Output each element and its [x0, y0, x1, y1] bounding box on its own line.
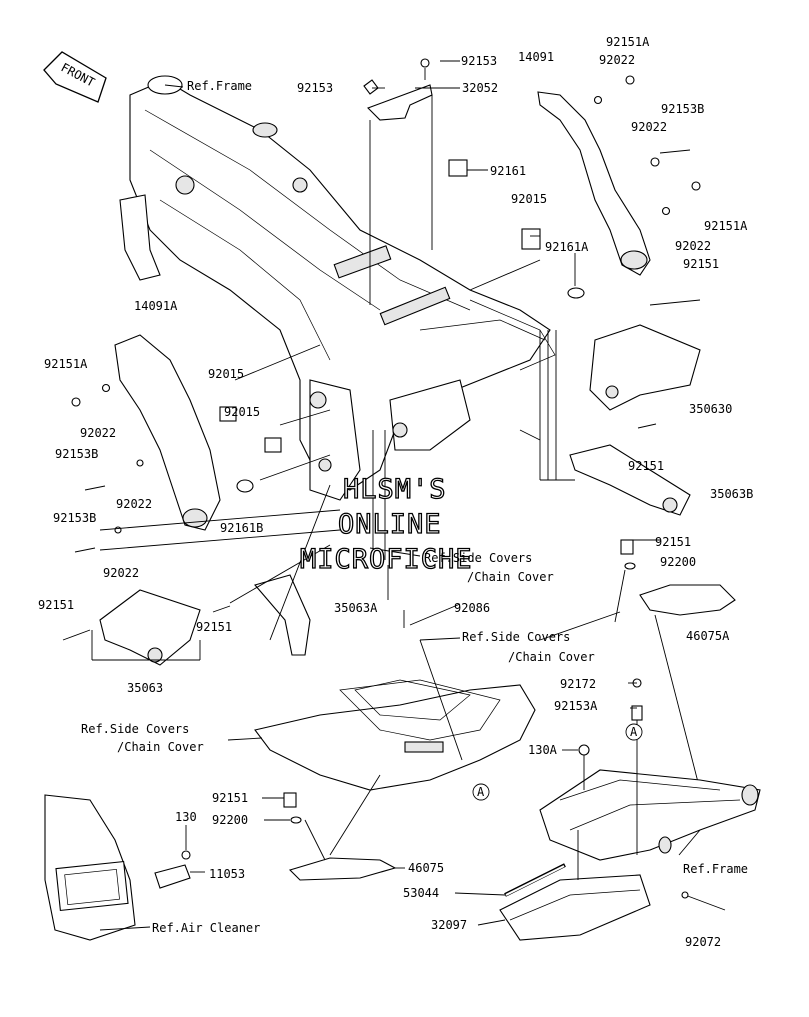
part-92086: 92086	[454, 601, 490, 615]
part-92151-f: 92151	[212, 791, 248, 805]
part-92161: 92161	[490, 164, 526, 178]
part-11053: 11053	[209, 867, 245, 881]
bracket-14091A	[71, 334, 282, 553]
part-92153B-b: 92153B	[55, 447, 98, 461]
part-92151A-a: 92151A	[606, 35, 650, 49]
leader-lines	[91, 60, 701, 931]
part-92172: 92172	[560, 677, 596, 691]
part-35063B: 35063B	[710, 487, 753, 501]
part-92022-f: 92022	[103, 566, 139, 580]
part-92022-d: 92022	[80, 426, 116, 440]
part-130: 130	[175, 810, 197, 824]
part-350630: 350630	[689, 402, 732, 416]
part-92153B-a: 92153B	[661, 102, 704, 116]
watermark-line-2: ONLINE	[338, 509, 442, 540]
part-32052: 32052	[462, 81, 498, 95]
ref-frame-top: Ref.Frame	[187, 79, 252, 93]
ref-frame-bottom: Ref.Frame	[683, 862, 748, 876]
part-92015-c: 92015	[224, 405, 260, 419]
part-92015-a: 92015	[511, 192, 547, 206]
part-92022-c: 92022	[675, 239, 711, 253]
footpeg-35063	[62, 574, 311, 666]
part-14091: 14091	[518, 50, 554, 64]
part-92161A: 92161A	[545, 240, 589, 254]
watermark-line-3: MICROFICHE	[300, 544, 473, 575]
part-32097: 32097	[431, 918, 467, 932]
callout-a-right-text: A	[630, 725, 638, 739]
part-92153-a: 92153	[461, 54, 497, 68]
part-92022-a: 92022	[599, 53, 635, 67]
part-92015-b: 92015	[208, 367, 244, 381]
part-92161B: 92161B	[220, 521, 263, 535]
battery-case-32097	[499, 863, 726, 941]
bracket-32052	[363, 58, 468, 177]
part-14091A: 14091A	[134, 299, 178, 313]
part-92153A: 92153A	[554, 699, 598, 713]
ref-side-covers-2: Ref.Side Covers	[462, 630, 570, 644]
part-53044: 53044	[403, 886, 439, 900]
watermark-line-1: HLSM'S	[343, 474, 447, 505]
part-labels: Ref.Frame 92153 92153 32052 14091 92151A…	[38, 35, 753, 949]
ref-chain-cover-3: /Chain Cover	[117, 740, 204, 754]
part-92151A-b: 92151A	[704, 219, 748, 233]
part-35063: 35063	[127, 681, 163, 695]
part-35063A: 35063A	[334, 601, 378, 615]
seat-hooks	[283, 539, 736, 881]
part-130A: 130A	[528, 743, 558, 757]
ref-chain-cover-1: /Chain Cover	[467, 570, 554, 584]
part-92151-b: 92151	[628, 459, 664, 473]
bracket-14091	[521, 75, 701, 299]
part-92151-e: 92151	[196, 620, 232, 634]
main-frame	[119, 75, 556, 501]
ref-air-cleaner: Ref.Air Cleaner	[152, 921, 260, 935]
part-46075A: 46075A	[686, 629, 730, 643]
part-92153B-c: 92153B	[53, 511, 96, 525]
part-92072: 92072	[685, 935, 721, 949]
part-92153-b: 92153	[297, 81, 333, 95]
part-92200-b: 92200	[212, 813, 248, 827]
part-46075: 46075	[408, 861, 444, 875]
part-92151-c: 92151	[655, 535, 691, 549]
ref-chain-cover-2: /Chain Cover	[508, 650, 595, 664]
callout-a-left: A	[472, 783, 490, 801]
footpeg-350630	[589, 299, 701, 411]
part-92022-e: 92022	[116, 497, 152, 511]
callout-a-left-text: A	[477, 785, 485, 799]
rear-subframe	[539, 678, 761, 861]
callout-a-right: A	[625, 723, 643, 741]
part-92151A-c: 92151A	[44, 357, 88, 371]
footpeg-35063B	[569, 423, 691, 516]
rear-cowl	[254, 679, 536, 791]
front-badge: FRONT	[43, 51, 107, 103]
part-92200-a: 92200	[660, 555, 696, 569]
watermark: HLSM'S ONLINE MICROFICHE	[299, 473, 473, 575]
part-92151-d: 92151	[38, 598, 74, 612]
part-92022-b: 92022	[631, 120, 667, 134]
air-cleaner	[44, 794, 191, 941]
ref-side-covers-3: Ref.Side Covers	[81, 722, 189, 736]
part-92151-a: 92151	[683, 257, 719, 271]
ref-side-covers-1: Ref.Side Covers	[424, 551, 532, 565]
